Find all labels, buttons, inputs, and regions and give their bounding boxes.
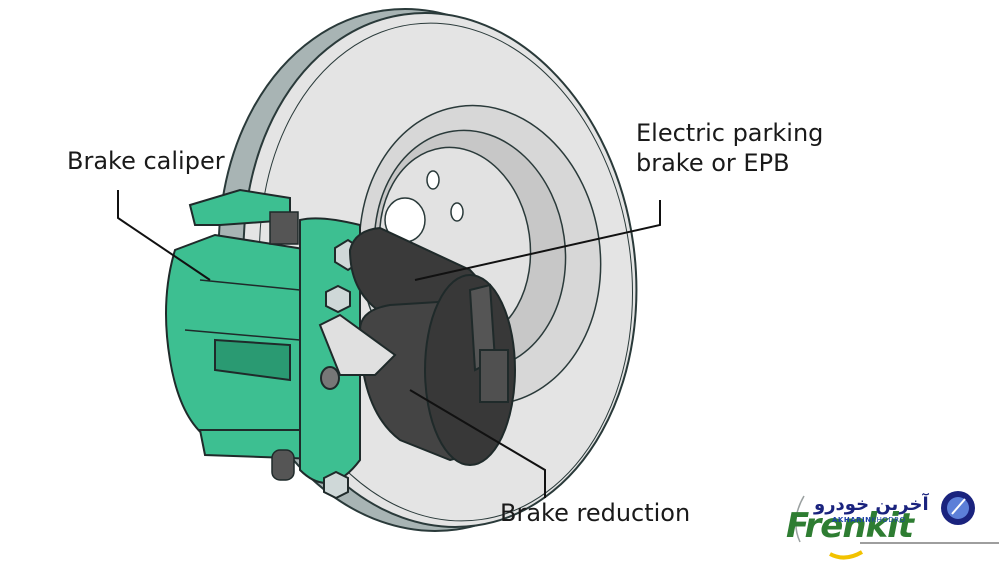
leader-lines (117, 190, 661, 498)
logo-divider (860, 542, 999, 544)
brake-caliper (165, 188, 361, 500)
brand-name-english: AKHARINKHODRO (832, 516, 906, 524)
lug-hole (450, 202, 464, 222)
leader-line-reduction (409, 389, 546, 498)
label-brake-reduction: Brake reduction (500, 499, 691, 527)
brand-name-persian: آخرین خودرو (814, 494, 929, 515)
frenkit-wordmark: Frenkit (786, 506, 914, 546)
leader-line-caliper (117, 190, 211, 281)
logo-arc (795, 495, 805, 543)
leader-line-epb (414, 200, 661, 281)
caliper-bolt (323, 470, 349, 500)
mounting-bracket (318, 313, 397, 376)
label-brake-caliper: Brake caliper (67, 147, 225, 175)
brand-name-english-light: KHODRO (871, 516, 906, 524)
epb-motor (318, 226, 516, 466)
caliper-bolt (325, 284, 351, 314)
label-epb-line2: brake or EPB (636, 149, 790, 177)
caliper-spring (269, 211, 299, 245)
brand-name-english-bold: AKHARIN (832, 516, 872, 524)
label-electric-parking-brake: Electric parking brake or EPB (636, 118, 823, 178)
gear-speedometer-icon (941, 491, 975, 528)
lug-hole (426, 170, 440, 190)
label-epb-line1: Electric parking (636, 119, 824, 147)
logo-graphics (795, 491, 975, 560)
frenkit-smile (829, 550, 864, 560)
watermark-logo: آخرین خودرو Frenkit AKHARINKHODRO (780, 470, 999, 562)
